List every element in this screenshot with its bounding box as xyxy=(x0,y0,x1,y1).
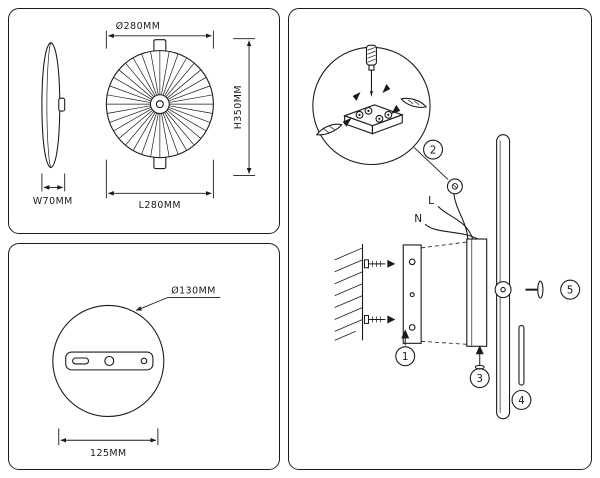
height-label: H350MM xyxy=(233,85,244,129)
wire-end-icons xyxy=(315,97,428,136)
bracket-center-hole xyxy=(104,355,115,366)
diameter-label: Ø280MM xyxy=(116,21,161,32)
step-4-number: 4 xyxy=(518,395,525,407)
dimension-drawing: W70MM Ø280MM H350MM xyxy=(33,21,256,211)
insert-arrow-icon xyxy=(342,117,352,127)
supply-wires xyxy=(424,194,479,240)
terminal-block-icon xyxy=(343,104,404,135)
base-plate-panel: Ø130MM 125MM xyxy=(8,243,280,470)
knob-screw-icon xyxy=(525,280,544,299)
insert-arrow-icon xyxy=(391,104,401,114)
top-tab xyxy=(153,39,167,51)
sunburst-rays xyxy=(106,51,213,158)
bottom-tab xyxy=(153,157,167,170)
length-label: L280MM xyxy=(139,200,181,211)
step-badge-1: 1 xyxy=(395,346,416,367)
step-2-number: 2 xyxy=(430,145,437,157)
detail-callout-leader xyxy=(413,147,463,195)
height-dimension xyxy=(233,38,256,176)
bracket-slot xyxy=(72,357,90,365)
screwdriver-icon xyxy=(365,44,377,97)
insert-arrow-icon xyxy=(382,84,391,93)
bracket-side-hole xyxy=(140,357,148,365)
step-1-number: 1 xyxy=(402,351,409,363)
mounting-screw-icon xyxy=(364,259,396,269)
base-plate-drawing: Ø130MM 125MM xyxy=(52,286,221,459)
wiring-detail-view xyxy=(312,44,431,166)
length-dimension xyxy=(105,159,214,199)
fixing-screw-icon xyxy=(474,345,485,370)
base-diameter-label: Ø130MM xyxy=(171,286,216,297)
lamp-side-view xyxy=(41,42,66,169)
dimension-panel: W70MM Ø280MM H350MM xyxy=(8,8,280,234)
base-width-dimension xyxy=(58,428,159,446)
base-width-label: 125MM xyxy=(90,448,127,459)
wall-mounting-plate xyxy=(402,244,422,344)
lamp-canopy xyxy=(466,238,488,347)
installation-drawing: L N xyxy=(312,44,581,420)
step-5-number: 5 xyxy=(567,285,574,297)
base-diameter-leader xyxy=(135,297,221,311)
lamp-body xyxy=(494,134,512,420)
live-wire-label: L xyxy=(428,195,434,207)
step-badge-2: 2 xyxy=(423,139,444,160)
step-badge-5: 5 xyxy=(560,279,581,300)
step-badge-3: 3 xyxy=(469,368,490,389)
up-arrow-icon xyxy=(401,329,410,346)
width-dimension xyxy=(41,173,66,192)
diameter-dimension xyxy=(105,30,214,49)
width-label: W70MM xyxy=(33,196,73,207)
neutral-wire-label: N xyxy=(414,213,422,225)
installation-panel: L N xyxy=(288,8,592,470)
lamp-front-view xyxy=(105,39,214,170)
step-badge-4: 4 xyxy=(511,389,532,410)
mounting-bracket xyxy=(65,351,154,371)
insert-arrow-icon xyxy=(352,91,361,101)
alignment-guides xyxy=(421,241,467,345)
wall-section xyxy=(334,243,364,341)
mounting-screw-icon xyxy=(364,314,396,324)
step-3-number: 3 xyxy=(476,373,483,385)
base-plate-view xyxy=(52,304,165,418)
diffuser-rod xyxy=(518,324,525,386)
